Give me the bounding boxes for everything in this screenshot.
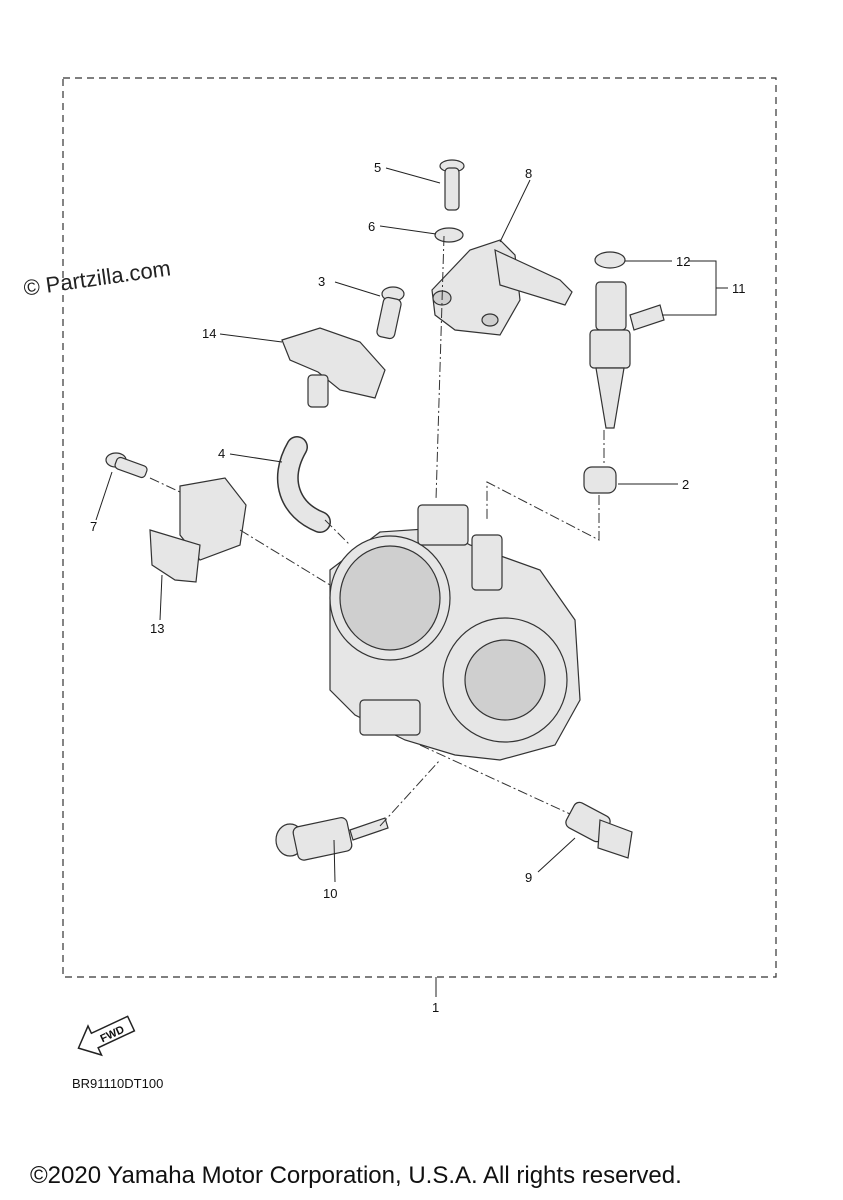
callout-1: 1 bbox=[432, 1000, 439, 1015]
diagram-code: BR91110DT100 bbox=[72, 1076, 164, 1091]
part-4-hose[interactable] bbox=[276, 436, 331, 533]
fwd-arrow-icon: FWD bbox=[77, 1015, 136, 1057]
callout-11: 11 bbox=[732, 281, 746, 296]
callout-7: 7 bbox=[90, 519, 97, 534]
part-12-cap[interactable] bbox=[594, 251, 626, 269]
installation-lines bbox=[149, 235, 605, 827]
fwd-label: FWD bbox=[99, 1024, 127, 1045]
part-6-o-ring[interactable] bbox=[434, 227, 464, 243]
copyright-notice: ©2020 Yamaha Motor Corporation, U.S.A. A… bbox=[30, 1162, 682, 1189]
part-9-sensor[interactable] bbox=[564, 800, 633, 859]
callout-13: 13 bbox=[150, 621, 164, 636]
part-13-bracket[interactable] bbox=[149, 477, 247, 583]
callout-10: 10 bbox=[323, 886, 337, 901]
part-2-grommet[interactable] bbox=[583, 466, 617, 494]
callout-3: 3 bbox=[318, 274, 325, 289]
callout-4: 4 bbox=[218, 446, 225, 461]
callout-5: 5 bbox=[374, 160, 381, 175]
callout-9: 9 bbox=[525, 870, 532, 885]
part-3-bolt[interactable] bbox=[376, 286, 405, 340]
part-5-screw[interactable] bbox=[439, 159, 465, 211]
part-7-screw[interactable] bbox=[105, 452, 148, 479]
part-10-sensor[interactable] bbox=[275, 817, 389, 862]
part-11-injector[interactable] bbox=[589, 281, 665, 429]
callout-6: 6 bbox=[368, 219, 375, 234]
callout-labels: 1 2 3 4 5 6 7 8 9 10 11 12 13 14 bbox=[90, 160, 746, 1015]
callout-2: 2 bbox=[682, 477, 689, 492]
leader-lines bbox=[95, 167, 728, 997]
callout-12: 12 bbox=[676, 254, 690, 269]
throttle-body[interactable] bbox=[329, 504, 581, 761]
part-8-joint[interactable] bbox=[431, 239, 573, 336]
assembly-frame bbox=[62, 77, 777, 978]
part-14-bracket[interactable] bbox=[281, 327, 386, 408]
callout-14: 14 bbox=[202, 326, 216, 341]
callout-8: 8 bbox=[525, 166, 532, 181]
